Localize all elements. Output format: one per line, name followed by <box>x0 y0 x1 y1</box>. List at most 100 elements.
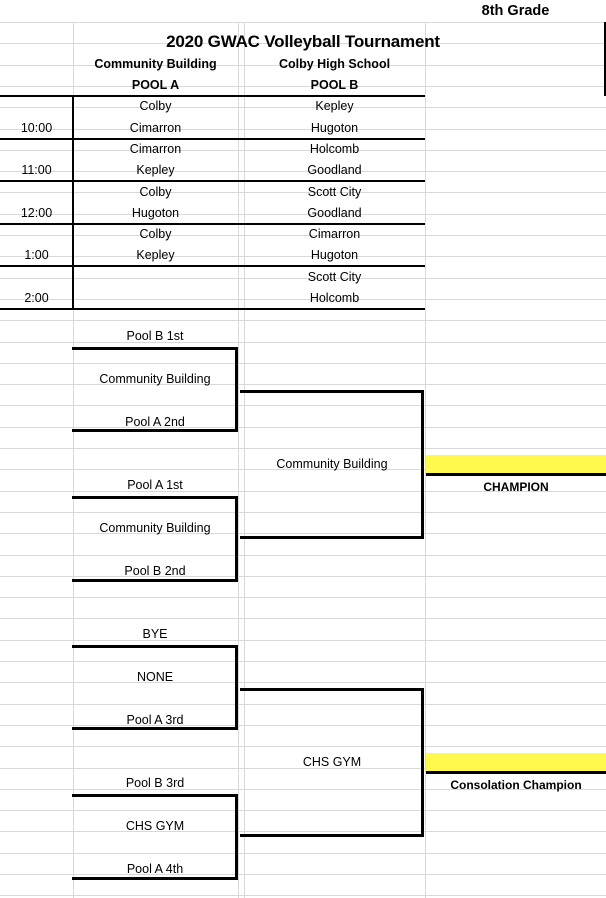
schedule-time-1: 11:00 <box>21 163 52 178</box>
gridline-row <box>0 746 606 748</box>
championship-semifinal-1-venue: Community Building <box>99 371 211 386</box>
schedule-pool-b-team: Goodland <box>307 163 362 178</box>
schedule-pool-a-team: Colby <box>139 184 172 199</box>
gridline-row <box>0 639 606 641</box>
gridline-row <box>0 128 606 130</box>
gridline-row <box>0 256 606 258</box>
championship-semifinal-2-venue: Community Building <box>99 521 211 536</box>
schedule-time-3: 1:00 <box>24 248 49 263</box>
schedule-pool-a-team <box>73 266 238 287</box>
gridline-row <box>0 405 606 407</box>
gridline-row <box>0 895 606 897</box>
pool-a-venue-header: Community Building <box>94 57 217 72</box>
gridline-row <box>0 107 606 109</box>
championship-result-highlight <box>426 454 606 477</box>
schedule-pool-a-team: Cimarron <box>129 141 182 156</box>
championship-semifinal-1-top-seed: Pool B 1st <box>126 329 184 344</box>
gridline-row <box>0 490 606 492</box>
gridline-row <box>0 682 606 684</box>
gridline-row <box>0 703 606 705</box>
gridline-row <box>0 618 606 620</box>
gridline-row <box>0 831 606 833</box>
consolation-result-label: Consolation Champion <box>450 777 582 792</box>
schedule-bottom-rule <box>0 308 425 310</box>
consolation-semifinal-1-bottom-seed: Pool A 3rd <box>126 712 184 727</box>
schedule-pool-b-team: Hugoton <box>310 120 359 135</box>
schedule-round-separator <box>0 180 425 183</box>
gridline-row <box>0 788 606 790</box>
schedule-pool-a-team: Kepley <box>136 248 175 263</box>
schedule-round-separator <box>0 95 425 97</box>
championship-semifinal-2-bottom-seed: Pool B 2nd <box>124 563 186 578</box>
pool-b-header: POOL B <box>310 78 359 93</box>
gridline-row <box>0 384 606 386</box>
gridline-row <box>0 810 606 812</box>
schedule-pool-b-team: Hugoton <box>310 248 359 263</box>
gridline-row <box>0 767 606 769</box>
schedule-pool-a-team: Hugoton <box>131 205 180 220</box>
page-title: 2020 GWAC Volleyball Tournament <box>166 31 440 51</box>
gridline-row <box>0 298 606 300</box>
championship-semifinal-2-top-seed: Pool A 1st <box>127 478 183 493</box>
gridline-row <box>0 533 606 535</box>
gridline-row <box>0 511 606 513</box>
schedule-pool-a-team: Colby <box>139 227 172 242</box>
consolation-semifinal-1-venue: NONE <box>136 669 174 684</box>
schedule-pool-a-team: Kepley <box>136 163 175 178</box>
gridline-row <box>0 43 606 45</box>
schedule-pool-b-team: Goodland <box>307 205 362 220</box>
gridline-column <box>425 22 426 898</box>
schedule-pool-b-team: Cimarron <box>308 227 361 242</box>
gridline-row <box>0 192 606 194</box>
schedule-pool-b-team: Holcomb <box>309 291 360 306</box>
gridline-row <box>0 171 606 173</box>
schedule-time-4: 2:00 <box>24 291 49 306</box>
gridline-column <box>244 22 245 898</box>
gridline-row <box>0 22 606 23</box>
schedule-time-0: 10:00 <box>20 120 53 135</box>
consolation-final-venue: CHS GYM <box>302 755 362 770</box>
championship-semifinal-1-bottom-seed: Pool A 2nd <box>125 414 185 429</box>
gridline-row <box>0 277 606 279</box>
gridline-row <box>0 874 606 875</box>
consolation-semifinal-1-top-seed: BYE <box>142 627 168 642</box>
gridline-row <box>0 213 606 215</box>
schedule-pool-a-team <box>73 288 238 309</box>
gridline-row <box>0 724 606 726</box>
gridline-row <box>0 575 606 577</box>
schedule-time-column-rule <box>72 95 74 310</box>
schedule-pool-b-team: Scott City <box>307 269 362 284</box>
schedule-pool-b-team: Holcomb <box>309 141 360 156</box>
pool-a-header: POOL A <box>131 78 180 93</box>
gridline-row <box>0 426 606 428</box>
grade-label: 8th Grade <box>481 2 550 19</box>
championship-final-venue: Community Building <box>276 457 388 472</box>
pool-b-venue-header: Colby High School <box>278 57 391 72</box>
gridline-row <box>0 661 606 662</box>
schedule-time-2: 12:00 <box>20 205 53 220</box>
schedule-pool-a-team: Cimarron <box>129 120 182 135</box>
schedule-round-separator <box>0 137 425 140</box>
gridline-row <box>0 320 606 322</box>
gridline-row <box>0 85 606 87</box>
consolation-result-highlight <box>426 752 606 775</box>
consolation-semifinal-2-venue: CHS GYM <box>125 819 185 834</box>
schedule-pool-a-team: Colby <box>139 99 172 114</box>
consolation-semifinal-2-top-seed: Pool B 3rd <box>125 776 185 791</box>
gridline-column <box>238 22 239 898</box>
gridline-row <box>0 64 606 66</box>
gridline-column <box>73 22 74 898</box>
schedule-pool-b-team: Scott City <box>307 184 362 199</box>
schedule-round-separator <box>0 222 425 225</box>
gridline-row <box>0 597 606 599</box>
gridline-row <box>0 149 606 151</box>
gridline-row <box>0 235 606 236</box>
consolation-semifinal-2-bottom-seed: Pool A 4th <box>126 861 184 876</box>
schedule-pool-b-team: Kepley <box>315 99 354 114</box>
gridline-row <box>0 448 606 449</box>
gridline-row <box>0 362 606 364</box>
gridline-row <box>0 852 606 854</box>
gridline-row <box>0 341 606 343</box>
schedule-round-separator <box>0 265 425 268</box>
